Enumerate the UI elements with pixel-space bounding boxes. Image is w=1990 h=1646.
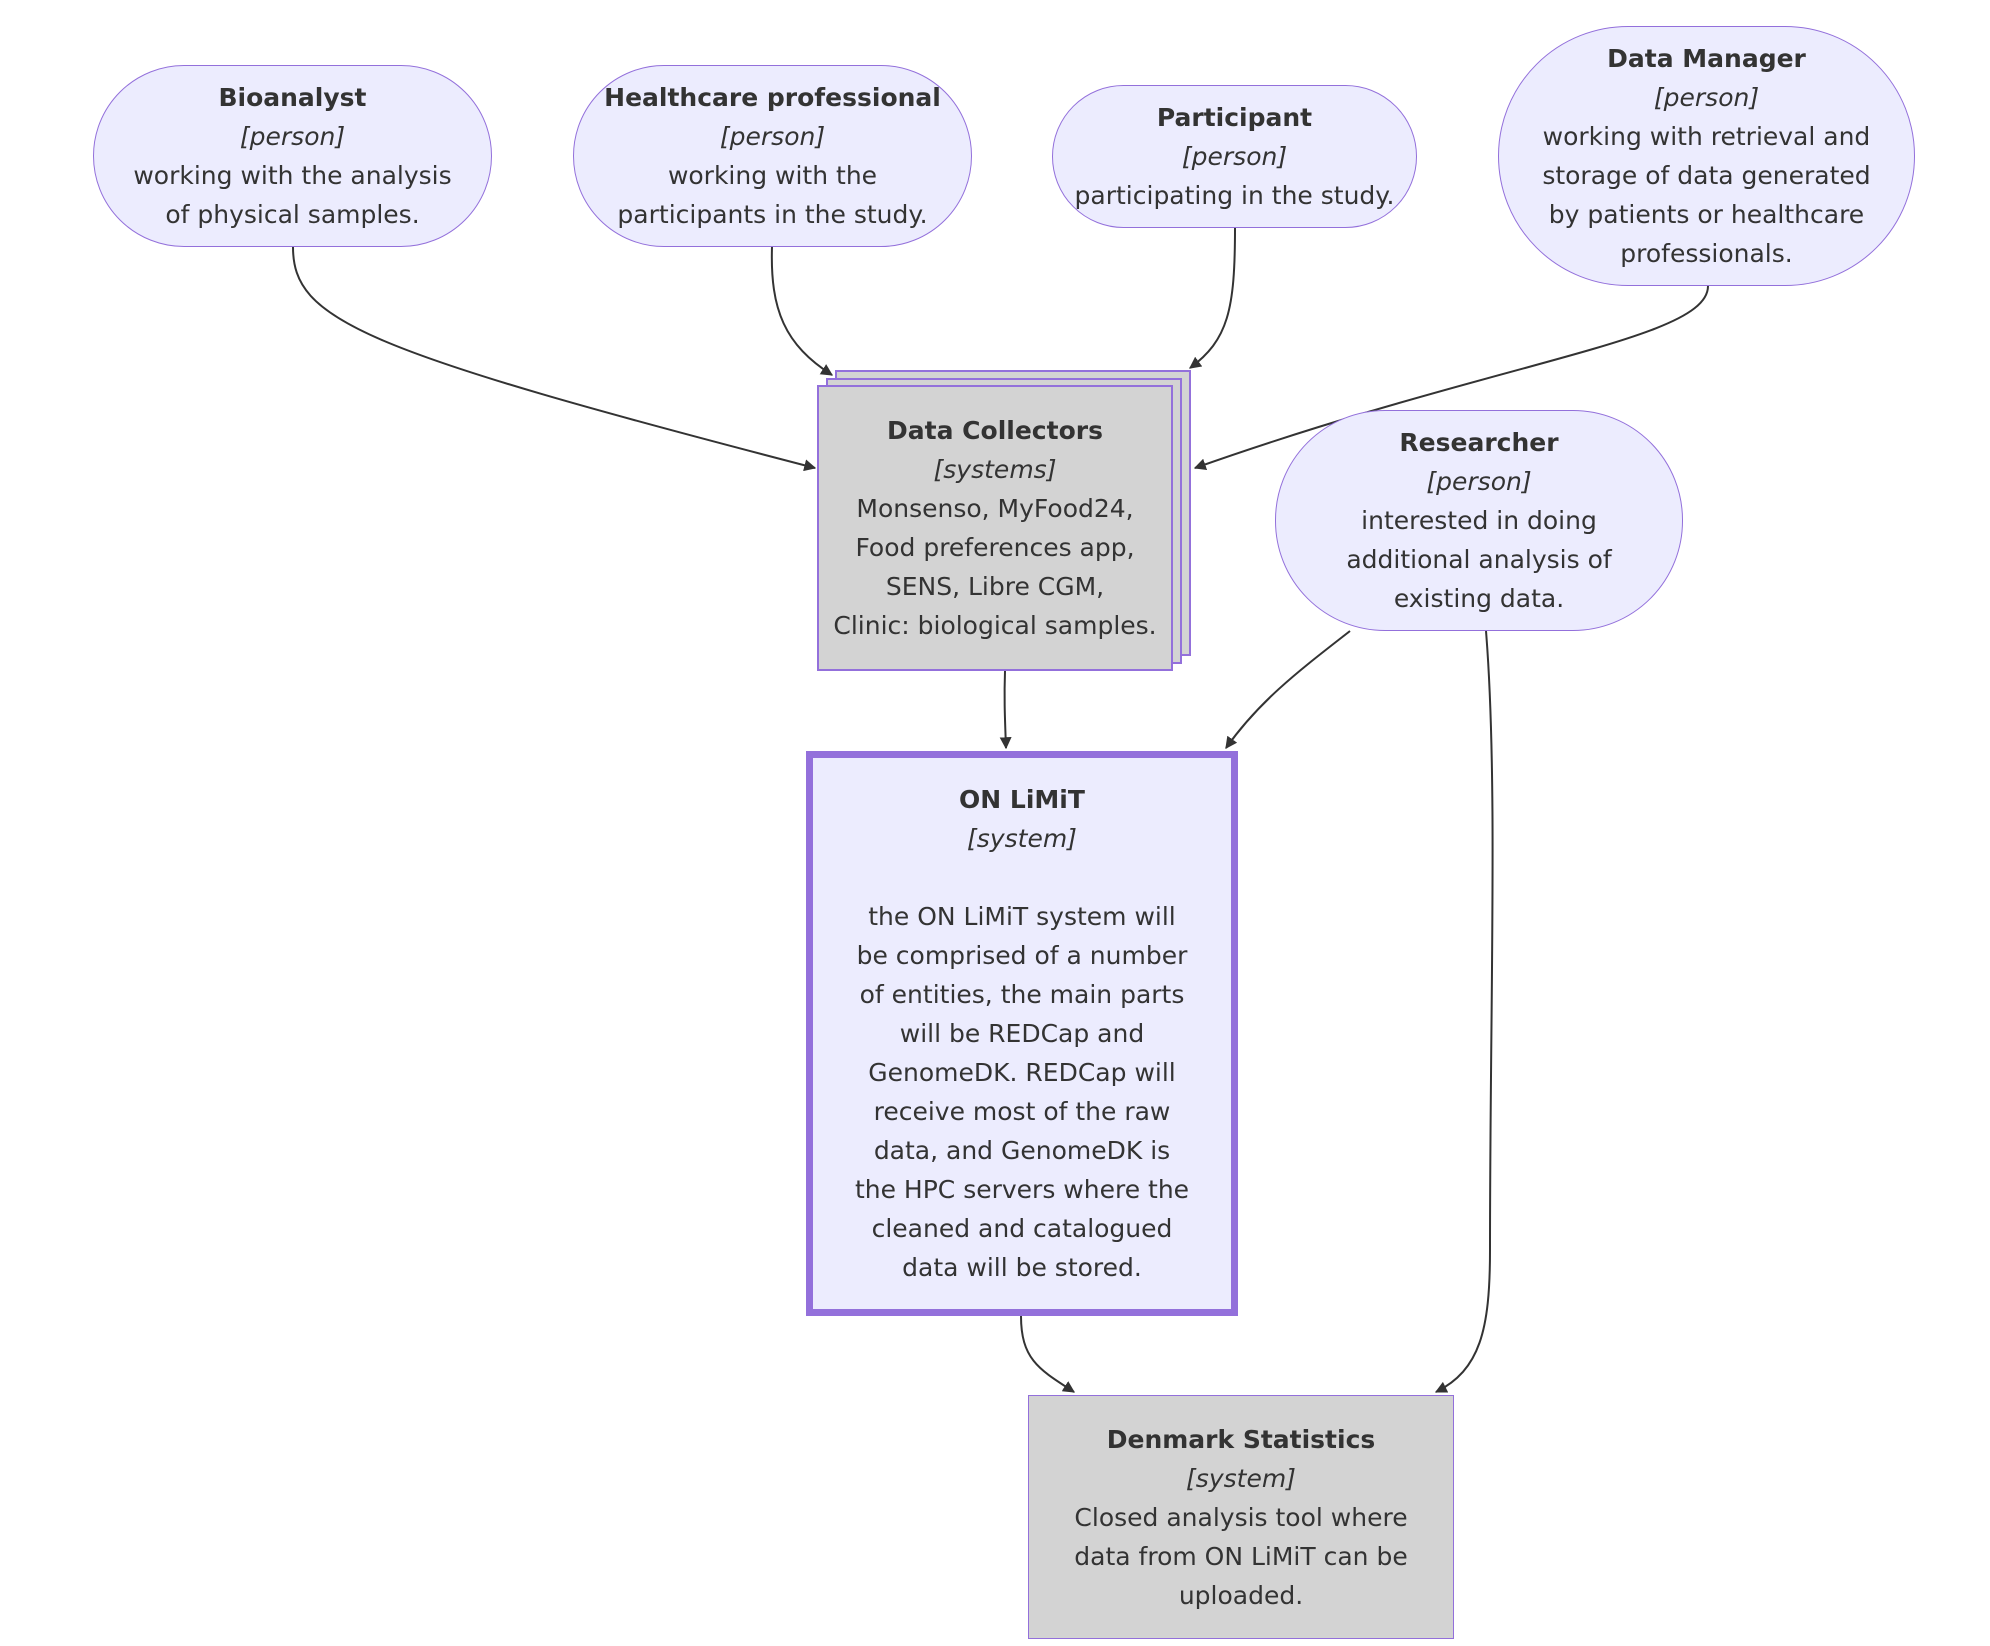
node-kind: [person] (239, 122, 346, 151)
node-title: Researcher (1399, 428, 1559, 457)
node-kind: [person] (1426, 467, 1532, 496)
node-kind: [systems] (933, 455, 1057, 484)
node-kind: [system] (1186, 1463, 1296, 1493)
node-description: participating in the study. (1074, 181, 1395, 210)
node-description: working with the analysis of physical sa… (133, 161, 452, 229)
node-description: working with the participants in the stu… (617, 161, 928, 229)
edge-healthcare-to-data-collectors (770, 246, 834, 376)
data-manager-node[interactable]: Data Manager [person] working with retri… (1498, 26, 1915, 286)
edge-researcher-to-on-limit (1225, 630, 1351, 749)
node-title: Bioanalyst (218, 83, 367, 112)
on-limit-node[interactable]: ON LiMiT [system] the ON LiMiT system wi… (806, 751, 1238, 1316)
node-title: Denmark Statistics (1106, 1424, 1376, 1454)
node-kind: [person] (719, 122, 826, 151)
edge-bioanalyst-to-data-collectors (292, 246, 817, 472)
node-kind: [person] (1653, 83, 1760, 112)
data-collectors-node[interactable]: Data Collectors [systems] Monsenso, MyFo… (817, 385, 1173, 671)
node-description: Closed analysis tool where data from ON … (1074, 1502, 1408, 1610)
node-kind: [person] (1181, 142, 1288, 171)
node-description: working with retrieval and storage of da… (1542, 122, 1871, 268)
node-description: the ON LiMiT system will be comprised of… (854, 902, 1190, 1282)
edge-on-limit-to-denmark-statistics (1020, 1315, 1076, 1393)
denmark-statistics-node[interactable]: Denmark Statistics [system] Closed analy… (1028, 1395, 1454, 1639)
bioanalyst-node[interactable]: Bioanalyst [person] working with the ana… (93, 65, 492, 247)
node-title: ON LiMiT (959, 785, 1085, 814)
node-title: Participant (1156, 103, 1313, 132)
edge-data-manager-to-data-collectors (1193, 285, 1709, 471)
node-description: Monsenso, MyFood24, Food preferences app… (833, 494, 1157, 640)
node-kind: [system] (967, 824, 1077, 853)
participant-node[interactable]: Participant [person] participating in th… (1052, 85, 1417, 228)
node-title: Healthcare professional (604, 83, 941, 112)
edge-researcher-to-denmark-statistics (1434, 630, 1494, 1393)
node-title: Data Manager (1607, 44, 1806, 73)
edge-data-collectors-to-on-limit (999, 670, 1012, 750)
researcher-node[interactable]: Researcher [person] interested in doing … (1275, 410, 1683, 631)
node-title: Data Collectors (887, 416, 1103, 445)
edge-participant-to-data-collectors (1189, 227, 1236, 369)
node-description: interested in doing additional analysis … (1346, 506, 1612, 613)
healthcare-professional-node[interactable]: Healthcare professional [person] working… (573, 65, 972, 247)
